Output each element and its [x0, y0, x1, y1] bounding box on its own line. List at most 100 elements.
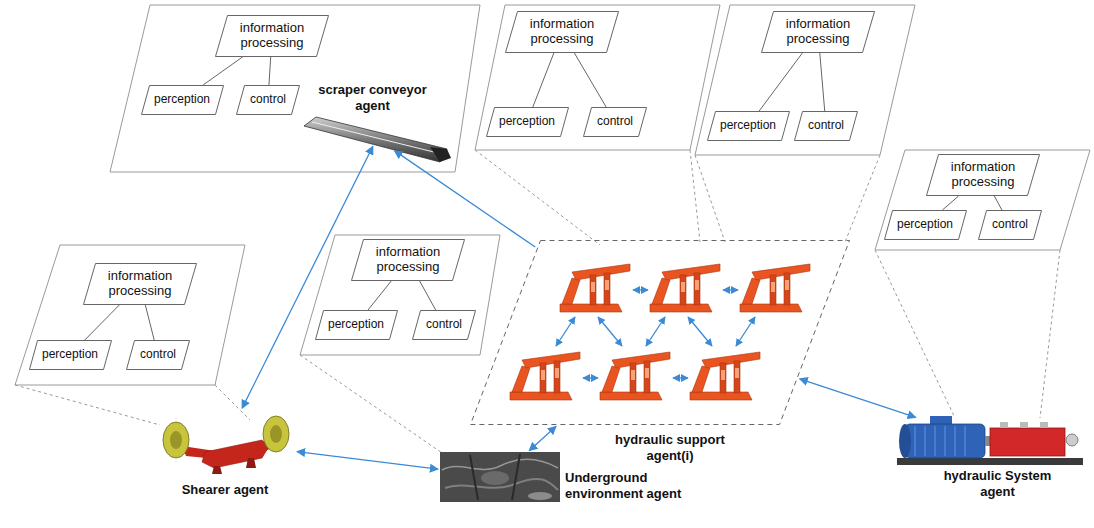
- agent-label: hydraulic support agent(i): [595, 432, 745, 464]
- parallelogram-shape: [127, 341, 190, 370]
- pump-piston: [1040, 422, 1048, 428]
- parallelogram-shape: [141, 86, 223, 115]
- label-holder: Shearer agent: [165, 482, 285, 498]
- motor-cap: [899, 424, 911, 458]
- panel-plane: [300, 235, 500, 355]
- parallelogram-shape: [707, 112, 789, 141]
- support-figure: [650, 264, 720, 312]
- process-box: information processing: [351, 239, 465, 281]
- agent-label: scraper conveyor agent: [305, 82, 440, 114]
- process-box: perception: [29, 340, 112, 370]
- box-text: information processing: [943, 160, 1023, 190]
- label-holder: hydraulic System agent: [935, 468, 1060, 500]
- process-box: control: [412, 310, 476, 340]
- agent-label: Shearer agent: [165, 482, 285, 498]
- parallelogram-shape: [795, 112, 858, 141]
- pump-piston: [1020, 422, 1028, 428]
- box-text: information processing: [778, 17, 858, 47]
- tree-line: [269, 57, 271, 85]
- shearer-leg: [212, 466, 222, 474]
- shearer-drum-hub: [170, 431, 182, 449]
- parallelogram-shape: [762, 12, 875, 53]
- projection-line: [300, 355, 445, 455]
- connector-arrow: [297, 452, 438, 470]
- support-links: [556, 290, 755, 378]
- connector-arrow: [529, 426, 556, 450]
- process-box: information processing: [215, 15, 329, 57]
- parallelogram-shape: [979, 211, 1042, 240]
- tree-line: [368, 281, 391, 310]
- tree-line: [85, 305, 120, 340]
- box-text: perception: [720, 119, 776, 133]
- support-link: [723, 289, 738, 290]
- tree-line: [533, 53, 554, 107]
- box-text: control: [808, 119, 844, 133]
- pump-piston: [1000, 422, 1008, 428]
- box-text: information processing: [368, 245, 448, 275]
- connector-arrow: [800, 379, 916, 418]
- pump-body: [990, 428, 1065, 456]
- shearer-body: [202, 440, 268, 468]
- support-figure: [600, 352, 670, 400]
- parallelogram-shape: [29, 341, 111, 370]
- panel-plane: [875, 150, 1090, 250]
- rock-texture: [442, 459, 558, 470]
- box-text: information processing: [232, 21, 312, 51]
- panel-plane: [475, 5, 720, 150]
- process-box: control: [794, 111, 858, 141]
- photo-ground: [440, 452, 560, 502]
- scraper-conveyor-figure: [304, 117, 451, 162]
- hydraulic-support-figures: [510, 264, 810, 400]
- parallelogram-shape: [84, 264, 197, 305]
- projection-lines: [15, 150, 1060, 455]
- shearer-figure: [163, 416, 289, 474]
- parallelogram-shape: [237, 86, 300, 115]
- dashed-region: [471, 241, 850, 425]
- box-text: information processing: [100, 269, 180, 299]
- box-text: perception: [154, 93, 210, 107]
- support-figure: [690, 352, 760, 400]
- process-box: control: [978, 210, 1042, 240]
- parallelogram-shape: [884, 211, 966, 240]
- label-holder: scraper conveyor agent: [305, 82, 440, 114]
- process-box: information processing: [505, 11, 619, 53]
- tree-line: [145, 305, 154, 340]
- rock-texture: [481, 471, 509, 485]
- parallelogram-shape: [486, 108, 568, 137]
- parallelogram-shape: [506, 12, 619, 53]
- support-link: [673, 377, 688, 378]
- parallelogram-shape: [216, 16, 329, 57]
- process-box: perception: [486, 107, 569, 137]
- box-text: control: [140, 348, 176, 362]
- rock-texture: [528, 492, 552, 500]
- conveyor-head: [430, 147, 451, 162]
- tree-line: [420, 281, 436, 310]
- process-box: information processing: [761, 11, 875, 53]
- conveyor-body: [304, 117, 447, 162]
- process-box: control: [236, 85, 300, 115]
- process-box: perception: [141, 85, 224, 115]
- box-text: control: [992, 218, 1028, 232]
- parallelogram-shape: [413, 311, 476, 340]
- box-text: perception: [328, 318, 384, 332]
- agent-node: hydraulic System agent: [895, 418, 1085, 466]
- support-link: [646, 317, 665, 346]
- support-link: [583, 377, 598, 378]
- motor-ribs: [915, 426, 965, 456]
- support-link: [633, 289, 648, 290]
- hydraulic-system-figure: [897, 416, 1083, 465]
- parallelogram-shape: [927, 155, 1040, 196]
- process-box: control: [126, 340, 190, 370]
- rock-texture: [470, 454, 520, 500]
- agent-node: hydraulic support agent(i): [470, 240, 850, 425]
- box-text: perception: [42, 348, 98, 362]
- process-box: perception: [315, 310, 398, 340]
- panel-planes: [15, 5, 1090, 385]
- tree-line: [203, 57, 242, 85]
- box-text: control: [426, 318, 462, 332]
- label-holder: Underground environment agent: [565, 470, 700, 502]
- shearer-drum: [163, 422, 189, 458]
- agent-node: Shearer agent: [155, 410, 295, 475]
- support-figure: [510, 352, 580, 400]
